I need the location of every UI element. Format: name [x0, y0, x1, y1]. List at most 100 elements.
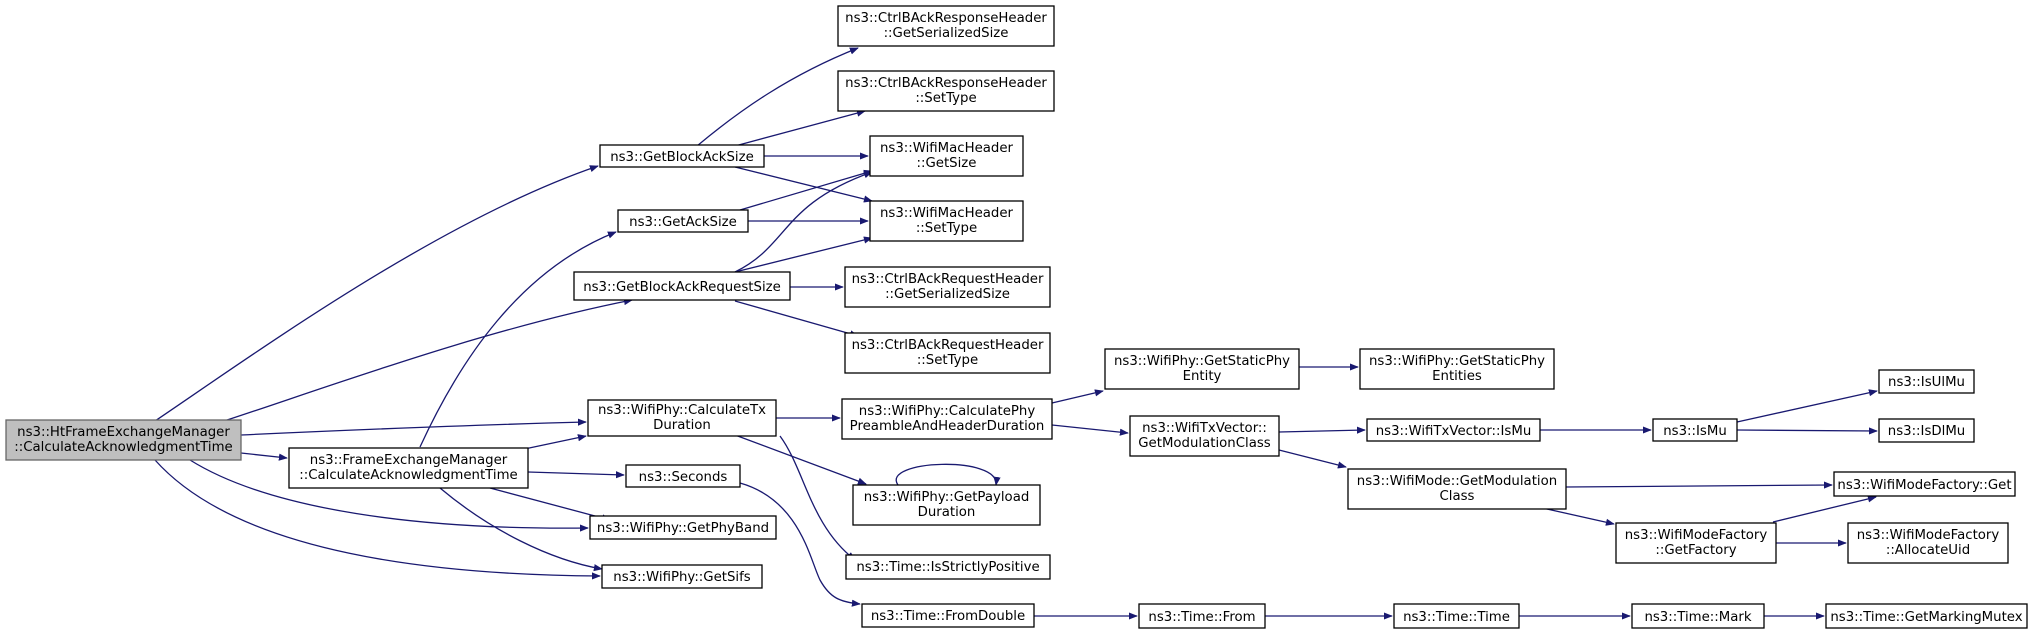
node-label-line: ns3::IsDlMu [1888, 424, 1965, 439]
node-label-line: ::SetType [917, 353, 978, 368]
node-label-line: ns3::Time::GetMarkingMutex [1830, 610, 2022, 625]
node-get-ack-size[interactable]: ns3::GetAckSize [617, 209, 749, 233]
node-calculate-tx-duration[interactable]: ns3::WifiPhy::CalculateTx Duration [587, 399, 777, 437]
node-time-mark[interactable]: ns3::Time::Mark [1631, 603, 1765, 629]
node-label-line: ns3::Time::Time [1403, 610, 1510, 625]
node-label-line: ns3::WifiPhy::CalculatePhy [859, 404, 1036, 419]
edge-root-to-get-block-ack-size [154, 165, 599, 422]
node-time-from-double[interactable]: ns3::Time::FromDouble [861, 603, 1035, 628]
edge-ctd-to-strictly-positive [779, 435, 856, 561]
node-wifi-mode-factory-allocate-uid[interactable]: ns3::WifiModeFactory ::AllocateUid [1847, 522, 2009, 564]
edge-get-factory-to-factory-get [1772, 495, 1877, 523]
node-label-line: ::CalculateAcknowledgmentTime [14, 440, 232, 455]
node-wifi-mode-get-modulation-class[interactable]: ns3::WifiMode::GetModulation Class [1347, 468, 1567, 510]
node-label-line: ns3::WifiPhy::GetPhyBand [597, 521, 769, 536]
node-label-line: ::AllocateUid [1886, 543, 1970, 558]
edge-root-to-get-sifs [154, 459, 601, 580]
node-label-line: ns3::WifiMode::GetModulation [1357, 474, 1557, 489]
edge-gas-to-mac-get-size [739, 169, 873, 211]
edge-fem-calc-to-get-phy-band [489, 487, 611, 522]
node-label-line: ns3::WifiPhy::GetPayload [864, 490, 1030, 505]
edge-payload-self-loop [895, 463, 1001, 486]
node-label-line: ns3::GetAckSize [629, 215, 737, 230]
node-label-line: ns3::IsUlMu [1888, 375, 1965, 390]
node-label-line: ns3::HtFrameExchangeManager [17, 425, 230, 440]
edge-ctd-to-payload-duration [734, 434, 867, 485]
node-label-line: ns3::WifiMacHeader [880, 141, 1014, 156]
node-label-line: Entities [1432, 369, 1482, 384]
node-label-line: ns3::Time::Mark [1644, 610, 1751, 625]
node-get-block-ack-size[interactable]: ns3::GetBlockAckSize [599, 144, 765, 168]
edge-fem-calc-to-seconds [527, 471, 625, 479]
node-label-line: ns3::WifiPhy::GetStaticPhy [1114, 354, 1290, 369]
nodes: ns3::HtFrameExchangeManager ::CalculateA… [5, 5, 2028, 629]
edge-preamble-to-static-phy-entity [1051, 389, 1104, 404]
node-label-line: ::SetType [915, 91, 976, 106]
node-get-static-phy-entity[interactable]: ns3::WifiPhy::GetStaticPhy Entity [1104, 348, 1300, 390]
node-time-get-marking-mutex[interactable]: ns3::Time::GetMarkingMutex [1825, 603, 2028, 629]
node-label-line: ns3::Time::FromDouble [871, 609, 1025, 624]
node-wifi-tx-vector-get-modulation-class[interactable]: ns3::WifiTxVector:: GetModulationClass [1129, 415, 1280, 457]
edge-gbas-to-resp-get-ser [696, 47, 859, 147]
edge-gbars-to-mac-set-type [734, 236, 873, 273]
node-label-line: ::SetType [916, 221, 977, 236]
node-ctrl-back-response-set-type[interactable]: ns3::CtrlBAckResponseHeader ::SetType [837, 70, 1055, 112]
node-wifi-mode-factory-get[interactable]: ns3::WifiModeFactory::Get [1833, 471, 2016, 497]
node-ctrl-back-response-get-serialized-size[interactable]: ns3::CtrlBAckResponseHeader ::GetSeriali… [837, 5, 1055, 47]
node-label-line: ns3::Time::IsStrictlyPositive [856, 560, 1039, 575]
node-label-line: ns3::Time::From [1148, 610, 1255, 625]
node-label-line: ::CalculateAcknowledgmentTime [299, 468, 517, 483]
edge-root-to-get-block-ack-request-size [214, 298, 633, 425]
node-label-line: ::GetFactory [1655, 543, 1736, 558]
node-get-payload-duration[interactable]: ns3::WifiPhy::GetPayload Duration [852, 484, 1041, 526]
node-get-phy-band[interactable]: ns3::WifiPhy::GetPhyBand [589, 515, 777, 540]
edge-mode-modclass-to-factory-get [1565, 481, 1833, 489]
edge-gbars-to-mac-get-size [734, 171, 873, 273]
node-time-time[interactable]: ns3::Time::Time [1393, 603, 1520, 629]
node-ctrl-back-request-get-serialized-size[interactable]: ns3::CtrlBAckRequestHeader ::GetSerializ… [844, 266, 1051, 308]
edge-txv-modclass-to-mode-modclass [1278, 449, 1347, 469]
edge-preamble-to-txv-modclass [1051, 424, 1129, 436]
node-label-line: ns3::WifiTxVector::IsMu [1376, 424, 1532, 439]
edge-gbas-to-mac-set-type [734, 166, 873, 203]
node-wifi-mode-factory-get-factory[interactable]: ns3::WifiModeFactory ::GetFactory [1615, 522, 1777, 564]
node-label-line: ::GetSerializedSize [885, 287, 1010, 302]
edges [154, 47, 1878, 620]
node-ht-calculate-acknowledgment-time[interactable]: ns3::HtFrameExchangeManager ::CalculateA… [5, 419, 242, 461]
node-time-from[interactable]: ns3::Time::From [1138, 603, 1266, 629]
edge-is-mu-to-is-dl-mu [1736, 427, 1878, 435]
node-label-line: ns3::WifiMacHeader [880, 206, 1014, 221]
edge-fem-calc-to-get-ack-size [419, 231, 617, 448]
node-calculate-phy-preamble-and-header-duration[interactable]: ns3::WifiPhy::CalculatePhy PreambleAndHe… [841, 398, 1053, 440]
node-label-line: ns3::WifiTxVector:: [1142, 421, 1267, 436]
node-wifi-tx-vector-is-mu[interactable]: ns3::WifiTxVector::IsMu [1366, 418, 1541, 442]
node-get-sifs[interactable]: ns3::WifiPhy::GetSifs [601, 564, 763, 589]
edge-seconds-to-from-double [739, 482, 861, 607]
node-label-line: PreambleAndHeaderDuration [850, 419, 1045, 434]
node-is-dl-mu[interactable]: ns3::IsDlMu [1878, 418, 1975, 443]
node-label-line: ns3::Seconds [639, 470, 728, 485]
node-label-line: ns3::WifiPhy::GetSifs [613, 570, 751, 585]
node-label-line: ns3::WifiPhy::GetStaticPhy [1369, 354, 1545, 369]
node-time-is-strictly-positive[interactable]: ns3::Time::IsStrictlyPositive [845, 554, 1051, 580]
node-label-line: ns3::FrameExchangeManager [310, 453, 508, 468]
node-label-line: ns3::CtrlBAckRequestHeader [852, 272, 1044, 287]
node-label-line: ns3::WifiModeFactory::Get [1837, 478, 2011, 493]
edge-gbars-to-req-set-type [734, 300, 859, 338]
node-wifi-mac-header-get-size[interactable]: ns3::WifiMacHeader ::GetSize [869, 135, 1024, 177]
node-is-ul-mu[interactable]: ns3::IsUlMu [1878, 369, 1975, 394]
node-get-static-phy-entities[interactable]: ns3::WifiPhy::GetStaticPhy Entities [1359, 348, 1555, 390]
node-get-block-ack-request-size[interactable]: ns3::GetBlockAckRequestSize [573, 271, 791, 301]
node-ctrl-back-request-set-type[interactable]: ns3::CtrlBAckRequestHeader ::SetType [844, 332, 1051, 374]
edge-txv-modclass-to-txv-is-mu [1278, 426, 1366, 434]
edge-fem-calc-to-get-sifs [439, 487, 603, 572]
node-seconds[interactable]: ns3::Seconds [625, 464, 741, 488]
edge-root-to-fem-calc [240, 452, 288, 461]
node-wifi-mac-header-set-type[interactable]: ns3::WifiMacHeader ::SetType [869, 200, 1024, 242]
node-fem-calculate-acknowledgment-time[interactable]: ns3::FrameExchangeManager ::CalculateAck… [288, 447, 529, 489]
node-label-line: ns3::GetBlockAckSize [610, 150, 754, 165]
node-is-mu[interactable]: ns3::IsMu [1652, 418, 1738, 442]
edge-root-to-get-phy-band [189, 459, 589, 532]
node-label-line: ::GetSerializedSize [884, 26, 1009, 41]
